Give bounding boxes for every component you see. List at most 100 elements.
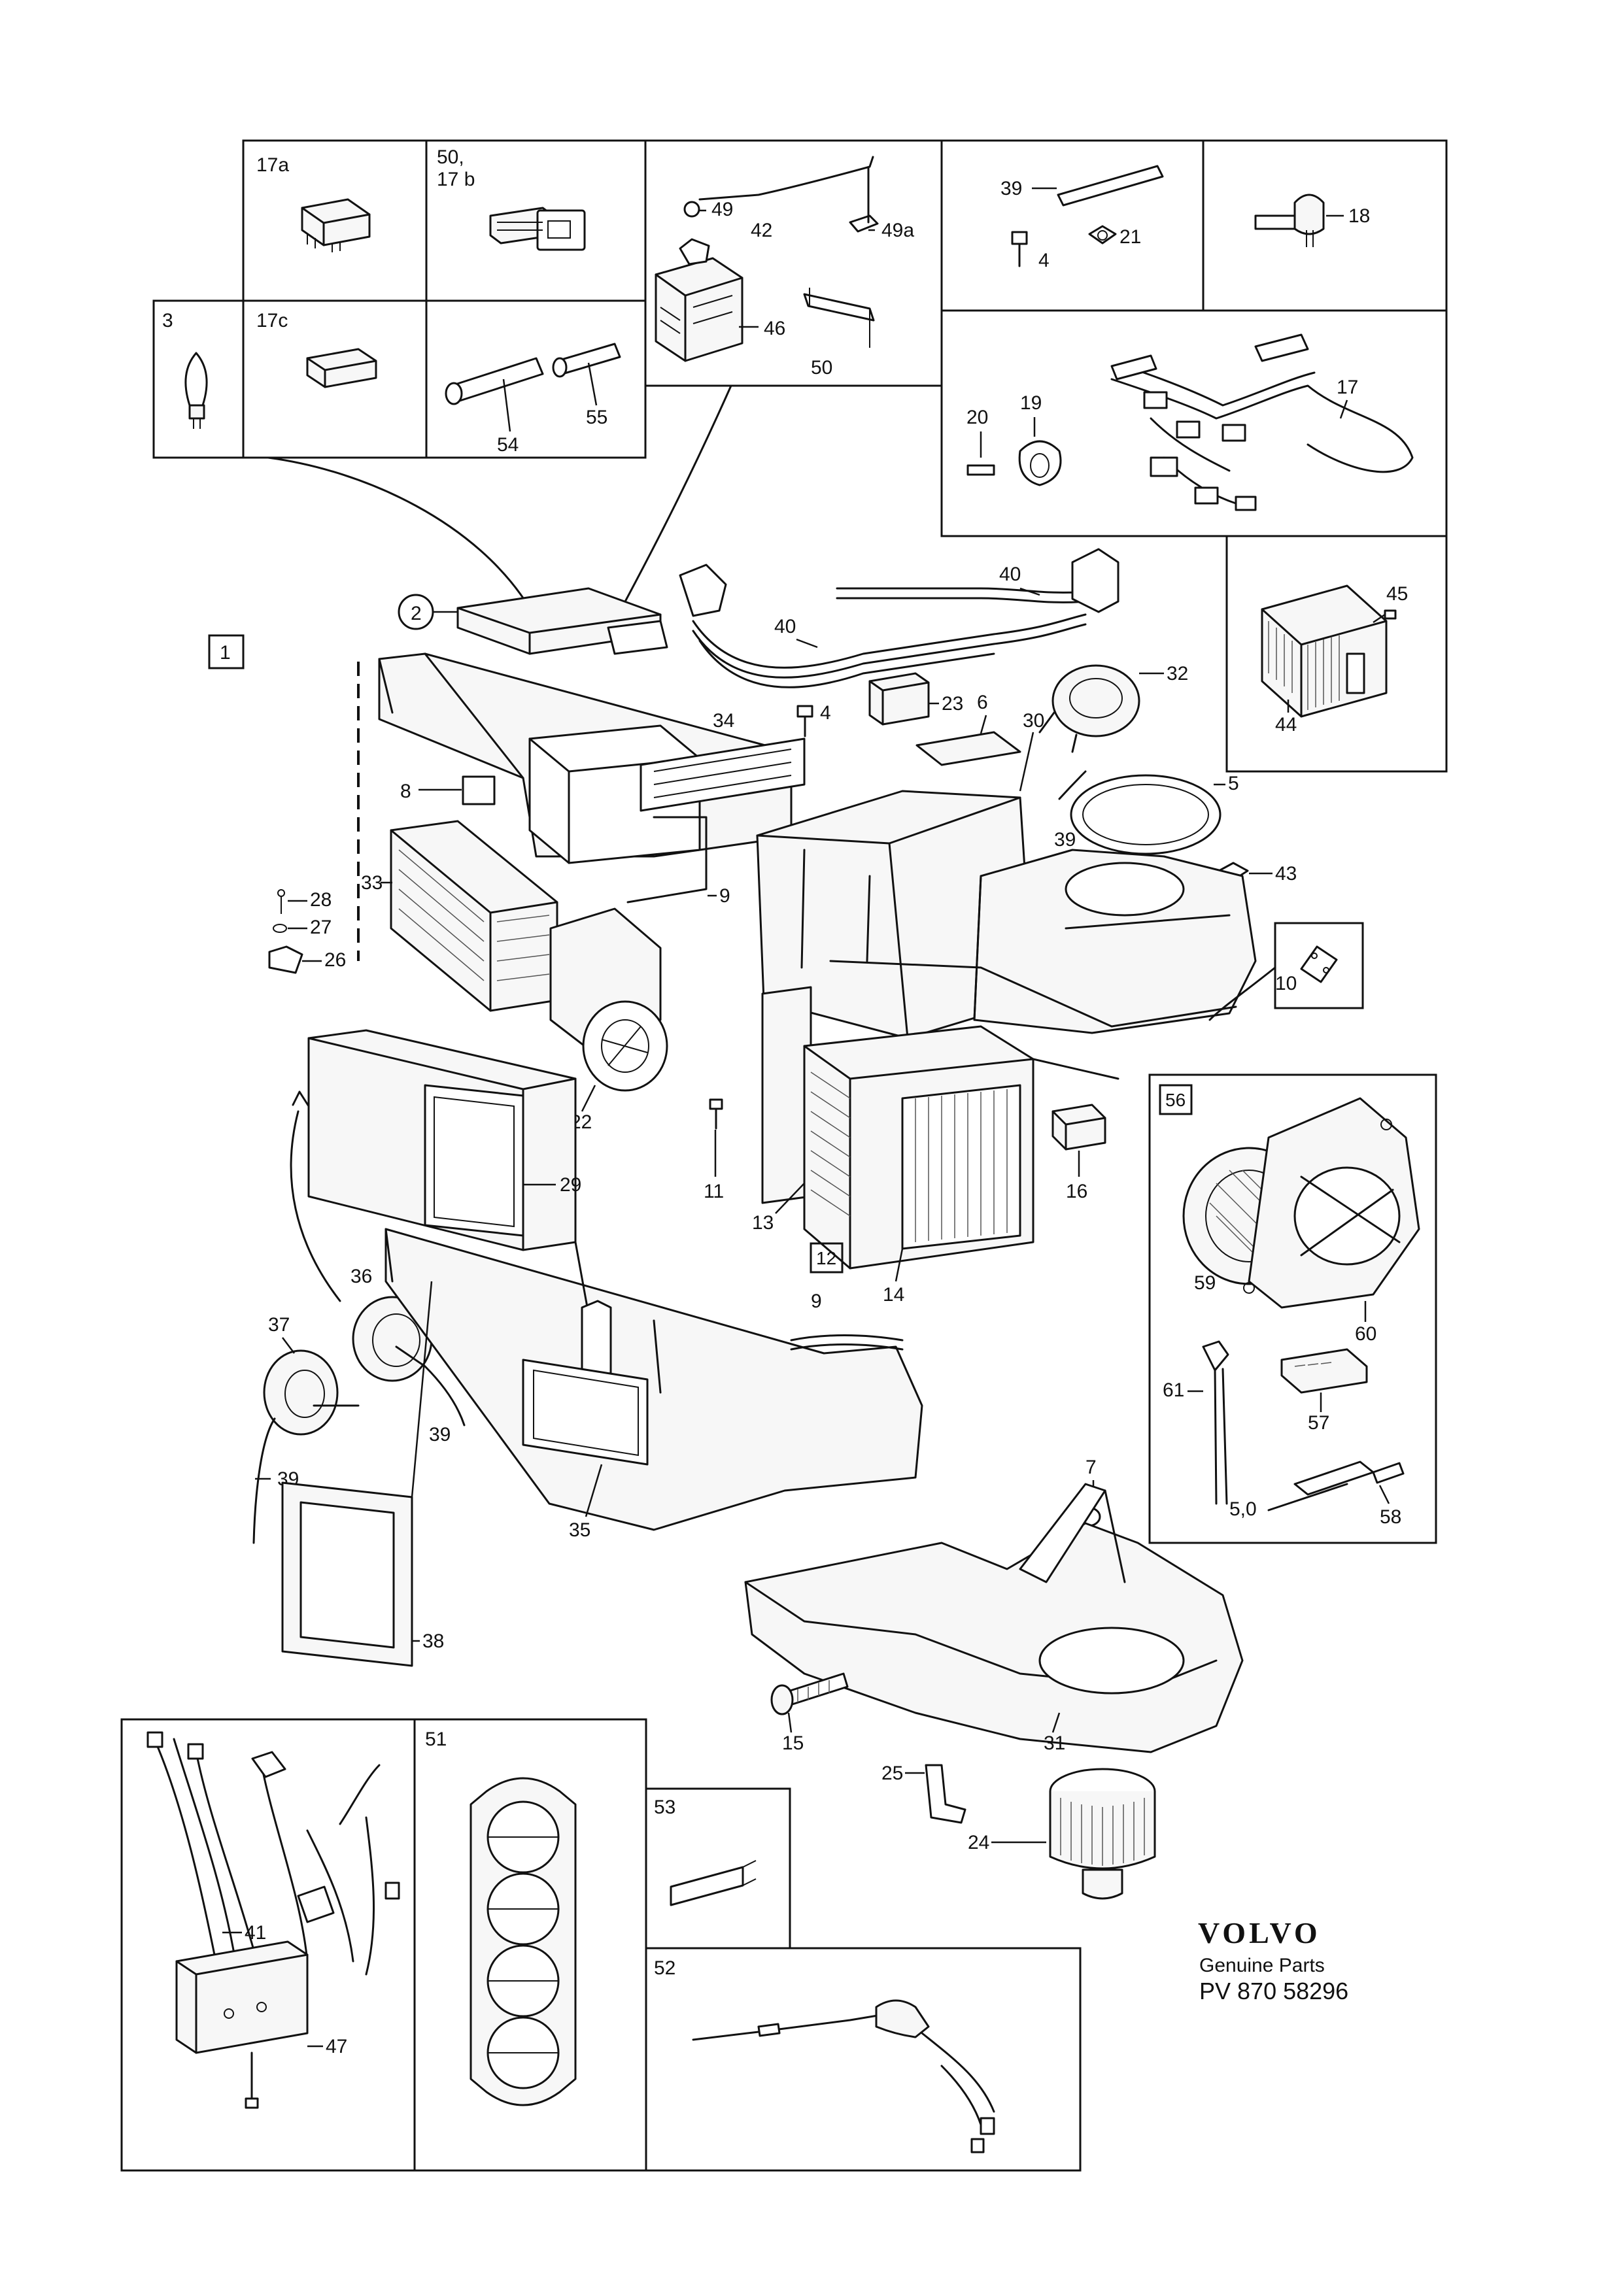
inset-52: 52 <box>654 1957 995 2153</box>
part-23-relay: 23 <box>868 672 963 726</box>
volvo-logo: VOLVO <box>1198 1916 1321 1950</box>
inset-53: 53 <box>654 1797 757 1906</box>
relay-17a-drawing <box>301 198 371 252</box>
callout-30: 30 <box>1023 710 1044 732</box>
callout-44: 44 <box>1275 714 1297 735</box>
callout-17: 17 <box>1337 377 1358 398</box>
callout-37: 37 <box>268 1314 290 1336</box>
callout-6: 6 <box>977 692 988 713</box>
callout-60: 60 <box>1355 1323 1376 1345</box>
inset-56: 56 59 60 61 57 5,0 58 <box>1148 1073 1437 1544</box>
part-39-hose-mid: 39 <box>1054 770 1087 851</box>
callout-31: 31 <box>1044 1732 1065 1754</box>
callout-42: 42 <box>751 220 772 241</box>
genuine-parts-caption: Genuine Parts <box>1199 1955 1325 1976</box>
bottom-inset-grid <box>120 1718 1082 2172</box>
callout-2: 2 <box>411 603 422 624</box>
part-38-filter: 38 <box>281 1281 444 1667</box>
inset-41-47: 41 47 <box>146 1731 400 2109</box>
part-11-screw: 11 <box>704 1098 724 1202</box>
connector-17b-drawing <box>489 207 586 251</box>
callout-46: 46 <box>764 318 785 339</box>
frame-tag-evaporator: 12 <box>810 1242 844 1274</box>
callout-41: 41 <box>245 1922 266 1944</box>
callout-28: 28 <box>310 889 332 911</box>
callout-4-main: 4 <box>820 702 831 724</box>
part-43-clip: 43 <box>1218 862 1297 885</box>
label-17b: 17 b <box>437 169 475 190</box>
callout-26: 26 <box>324 949 346 971</box>
callout-9-lower: 9 <box>811 1291 822 1312</box>
parts-28-27-26: 28 27 26 <box>268 889 346 974</box>
inset-leader-left <box>267 456 531 609</box>
callout-13: 13 <box>752 1212 774 1234</box>
callout-36: 36 <box>350 1266 372 1287</box>
part-9-seal-lower: 9 <box>790 1291 904 1351</box>
callout-24: 24 <box>968 1832 989 1853</box>
label-3: 3 <box>162 310 173 331</box>
part-4-screw: 4 <box>796 702 831 737</box>
inset-17-harness: 20 19 17 <box>966 333 1414 511</box>
callout-16: 16 <box>1066 1181 1087 1202</box>
part-8-plate: 8 <box>400 775 496 805</box>
part-32-vacuum-motor: 32 <box>1038 663 1188 753</box>
tag-evaporator: 12 <box>816 1248 836 1268</box>
part-37-vacuum-unit: 37 <box>252 1314 360 1544</box>
callout-34: 34 <box>713 710 734 732</box>
callout-40-left: 40 <box>774 616 796 637</box>
callout-4-inset: 4 <box>1038 250 1050 271</box>
callout-19: 19 <box>1020 392 1042 414</box>
part-29-filter-housing: 29 <box>307 1029 581 1251</box>
part-33-heater-core: 33 <box>361 820 558 1012</box>
part-15-drain: 15 <box>770 1672 849 1754</box>
callout-61: 61 <box>1163 1379 1184 1401</box>
callout-39-inset: 39 <box>1000 178 1022 199</box>
top-inset-grid <box>152 139 1448 773</box>
callout-58: 58 <box>1380 1506 1401 1528</box>
inset-17a: 17a <box>256 154 371 252</box>
inset-51: 51 <box>425 1729 577 2106</box>
tag-56: 56 <box>1165 1090 1186 1110</box>
tag-main: 1 <box>220 642 231 664</box>
callout-54: 54 <box>497 434 519 456</box>
callout-49: 49 <box>711 199 733 220</box>
inset-44-45: 45 44 <box>1261 583 1408 735</box>
leader-14 <box>895 1248 904 1282</box>
label-51: 51 <box>425 1729 447 1750</box>
part-24-fan: 24 <box>968 1768 1156 1900</box>
callout-40-right: 40 <box>999 564 1021 585</box>
callout-57: 57 <box>1308 1412 1329 1434</box>
callout-50-inset: 50 <box>811 357 832 379</box>
callout-15: 15 <box>782 1732 804 1754</box>
part-2-control-panel: 2 <box>398 587 668 655</box>
callout-10: 10 <box>1275 973 1297 994</box>
callout-20: 20 <box>966 407 988 428</box>
inset-39-4-21: 39 4 21 <box>1000 165 1164 271</box>
part-22-blower-motor: 22 <box>549 907 668 1133</box>
callout-9-upper: 9 <box>719 885 730 907</box>
callout-25: 25 <box>881 1763 903 1784</box>
callout-5-0: 5,0 <box>1229 1498 1257 1520</box>
callout-49a: 49a <box>881 220 914 241</box>
part-12-evaporator-core <box>761 986 1119 1270</box>
callout-27: 27 <box>310 917 332 938</box>
inset-50-17b: 50, 17 b <box>437 146 586 251</box>
callout-29: 29 <box>560 1174 581 1196</box>
part-25-hose: 25 <box>881 1763 966 1824</box>
callout-38: 38 <box>422 1630 444 1652</box>
inset-leader-right <box>613 384 732 622</box>
label-17c: 17c <box>256 310 288 331</box>
blower-housing-upper <box>829 849 1257 1034</box>
callout-8: 8 <box>400 781 411 802</box>
callout-47: 47 <box>326 2036 347 2057</box>
inset-54-55: 54 55 <box>445 343 621 456</box>
callout-45: 45 <box>1386 583 1408 605</box>
label-52: 52 <box>654 1957 675 1979</box>
part-10-box: 10 <box>1208 922 1364 1021</box>
callout-32: 32 <box>1167 663 1188 684</box>
part-9-seal-upper: 9 <box>626 816 730 907</box>
callout-23: 23 <box>942 693 963 715</box>
leader-13 <box>775 1183 805 1214</box>
callout-33: 33 <box>361 872 383 894</box>
